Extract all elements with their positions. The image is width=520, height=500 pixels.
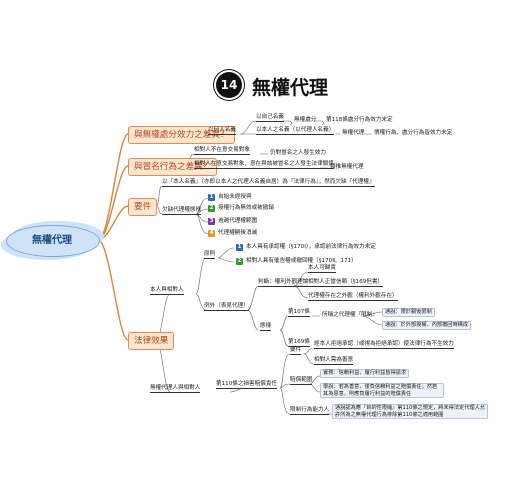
node-liability-requirements: 要件: [290, 347, 302, 355]
node-requirement-definition: 以『本人名義』（亦即以本人之代理人名義自居）為『法律行為』，然而欠缺『代理權』: [162, 179, 375, 187]
title-number-badge: 14: [216, 72, 242, 98]
node-in-whose-name: 以何人名義: [208, 127, 236, 135]
node-apparent-agency: 例外（表見代理）: [204, 303, 249, 311]
root-label: 無權代理: [32, 235, 72, 246]
node-refused-ratification: 經本人拒絕承認（或視為拒絕承認）使法律行為不生效力: [314, 341, 454, 349]
node-appearance-of-authority: 代理權存在之外觀（權利外觀存在）: [308, 293, 398, 301]
number-badge: 4: [208, 230, 215, 237]
page-title: 無權代理: [252, 77, 329, 99]
number-badge: 1: [236, 244, 243, 251]
node-effective-to-impersonator: 仍對冒名之人發生效力: [270, 150, 326, 156]
list-item: 逾越代理權範圍: [218, 218, 258, 224]
list-item: 自始未經授與: [218, 194, 252, 200]
node-appearance-theory: 判斷：權利外觀理論: [258, 279, 309, 287]
annotation-practice-view: 實務：信賴利益，履行利益皆得請求: [320, 369, 410, 378]
annotation-teleological-reduction: 通說認為應『目的性限縮』第110條之規定，將未得法定代理人允許所為之無權代理行為…: [332, 404, 488, 419]
node-art118-effect: 第118條處分行為效力未定: [326, 117, 393, 123]
node-own-name: 以自己名義: [256, 114, 284, 122]
node-principal-and-counterparty: 本人與相對人: [150, 287, 184, 295]
node-pending-effect: 債權行為、處分行為皆效力未定: [374, 130, 453, 136]
node-damages-scope: 賠償範圍: [290, 377, 313, 385]
rule-item: 本人具有承認權（§170I），承認前法律行為效力未定: [246, 244, 376, 250]
node-unauthorized-agency: 無權代理: [342, 130, 365, 136]
node-agent-and-counterparty: 無權代理人與相對人: [150, 385, 201, 393]
node-indifferent-counterparty: 相對人不在意交易對象: [194, 147, 250, 155]
node-unauthorized-disposition: 無權處分: [294, 117, 317, 123]
node-art110-liability: 第110條之損害賠償責任: [216, 381, 278, 389]
node-limited-capacity: 限制行為能力人: [290, 407, 330, 415]
node-art169: 第169條: [288, 339, 310, 347]
number-badge: 2: [236, 258, 243, 265]
rule-item: 相對人具有催告權或撤回權（§170Ⅱ、171）: [246, 258, 357, 264]
branch-requirements: 要件: [128, 198, 158, 216]
annotation-later-restriction: 通說：限於嗣後限制: [382, 308, 435, 317]
branch-vs-impersonation: 與冒名行為之差異？: [128, 158, 218, 176]
branch-vs-unauthorized-disposition: 與無權處分效力之差異？: [128, 126, 235, 144]
node-principal-name: 以本人之名義（以代理人名義）: [256, 127, 335, 135]
node-good-faith: 相對人需為善意: [314, 357, 354, 365]
root-cloud-node: [6, 225, 100, 257]
number-badge: 1: [208, 194, 215, 201]
node-particular-counterparty: 相對人在意交易對象，意在與該被冒名之人發生法律關係: [194, 161, 334, 169]
number-badge: 3: [208, 218, 215, 225]
list-item: 代理權嗣後消滅: [218, 230, 258, 236]
annotation-scholarly-view: 學說：若為善意，僅負信賴利益之賠償責任；然若其為惡意，則應負履行利益的賠償責任: [320, 383, 444, 398]
node-general-rule: 原則: [204, 251, 216, 259]
node-art107-restriction: 所稱之代理權『限制』: [322, 312, 378, 318]
node-art107: 第107條: [288, 309, 310, 317]
branch-legal-effects: 法律效果: [128, 332, 175, 350]
list-item: 授權行為無效或被撤銷: [218, 205, 274, 211]
node-justified-reliance: 相對人正當信賴（§169但書）: [308, 279, 384, 287]
node-forms: 態樣: [260, 323, 272, 331]
node-analogous-application: 類推無權代理: [330, 164, 364, 170]
node-lack-of-authority-types: 欠缺代理權態樣: [162, 207, 202, 215]
number-badge: 2: [208, 205, 215, 212]
annotation-external-grant: 通說：於外部授權、內部撤回時構成: [382, 321, 472, 330]
node-imputable-principal: 本人可歸責: [308, 265, 336, 273]
